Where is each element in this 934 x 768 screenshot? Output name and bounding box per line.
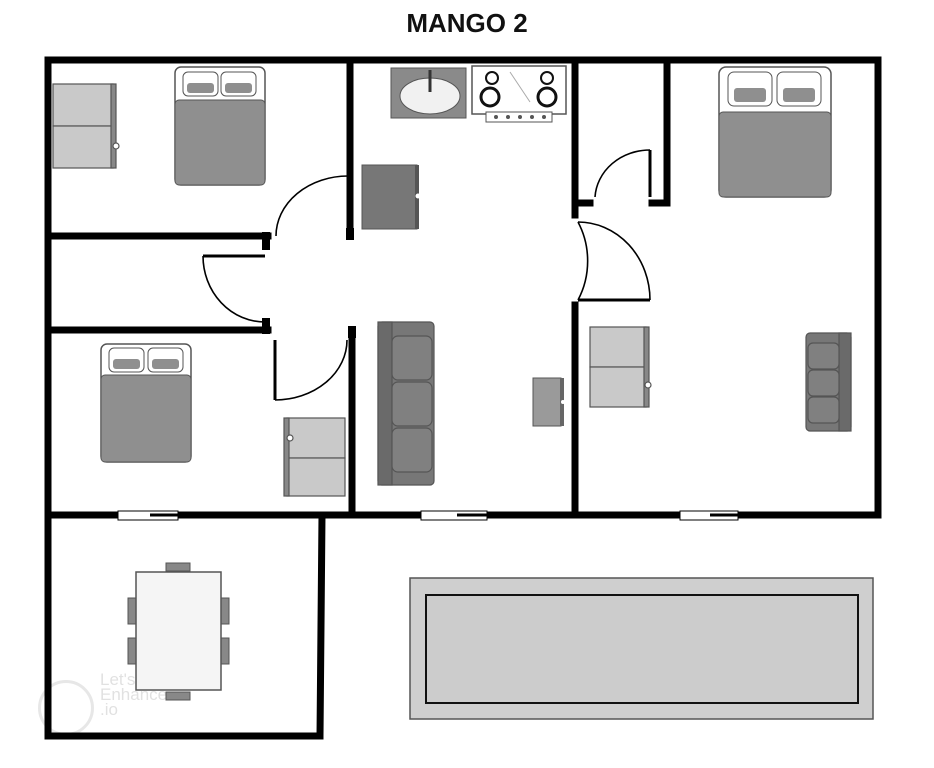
chair bbox=[127, 597, 137, 625]
chair bbox=[220, 597, 230, 625]
bed-right bbox=[718, 66, 832, 198]
chair bbox=[165, 691, 191, 701]
tv-cabinet bbox=[532, 377, 565, 427]
door-jambs bbox=[262, 228, 356, 338]
chair bbox=[220, 637, 230, 665]
burner-icon bbox=[479, 86, 501, 108]
door-bottom-left-bedroom bbox=[274, 339, 348, 401]
sink bbox=[390, 67, 467, 119]
windows bbox=[117, 510, 739, 521]
door-closet bbox=[594, 149, 651, 198]
wardrobe-top-left bbox=[52, 83, 120, 169]
wall-terrace-right bbox=[316, 511, 326, 740]
jamb-1 bbox=[262, 232, 270, 250]
burner-icon bbox=[485, 71, 499, 85]
dining-table bbox=[127, 562, 230, 701]
watermark-line-1: Let's bbox=[100, 670, 136, 689]
chair bbox=[127, 637, 137, 665]
window-left bbox=[117, 510, 179, 521]
watermark-line-3: .io bbox=[100, 700, 118, 719]
plan-title: MANGO 2 bbox=[406, 8, 528, 38]
wardrobe-right bbox=[589, 326, 652, 408]
jamb-3 bbox=[346, 228, 354, 240]
wardrobe-bottom-left bbox=[283, 417, 346, 497]
sofa-right bbox=[805, 332, 852, 432]
doors bbox=[202, 149, 652, 401]
jamb-2 bbox=[262, 318, 270, 334]
door-right-room-swing bbox=[577, 221, 651, 301]
burner-icon bbox=[536, 86, 558, 108]
fridge bbox=[361, 164, 421, 230]
chair bbox=[165, 562, 191, 572]
door-right-room bbox=[577, 221, 589, 301]
pool bbox=[409, 577, 874, 720]
burner-icon bbox=[540, 71, 554, 85]
bed-top-left bbox=[174, 66, 266, 186]
window-center bbox=[420, 510, 488, 521]
window-right bbox=[679, 510, 739, 521]
stove bbox=[471, 65, 567, 123]
door-top-left-bedroom bbox=[275, 175, 349, 237]
door-hall bbox=[202, 255, 266, 323]
bed-bottom-left bbox=[100, 343, 192, 463]
sofa-living bbox=[377, 321, 435, 486]
jamb-4 bbox=[348, 326, 356, 338]
